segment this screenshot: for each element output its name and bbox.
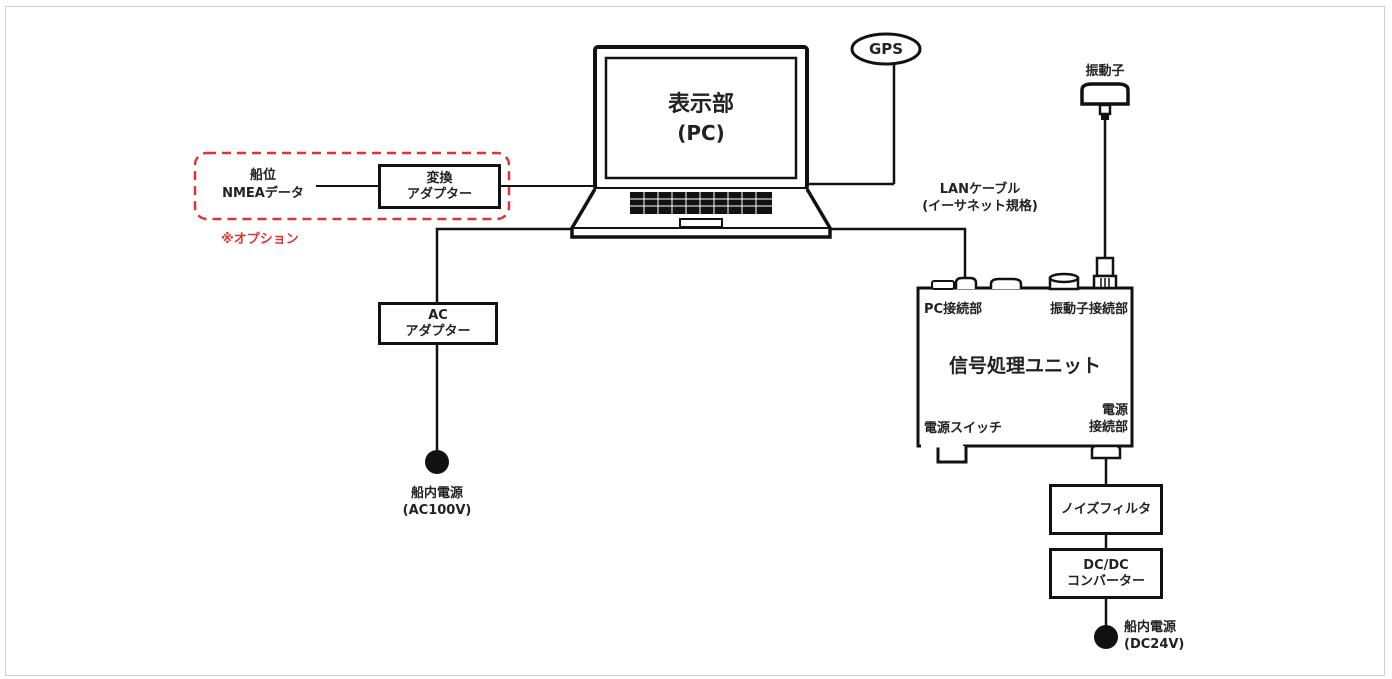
gps-antenna bbox=[850, 32, 922, 66]
dcdc-line1: DC/DC bbox=[1083, 557, 1129, 573]
noise-filter-box: ノイズフィルタ bbox=[1049, 484, 1163, 535]
conversion-adapter-line1: 変換 bbox=[426, 170, 453, 186]
ac-adapter-box: AC アダプター bbox=[378, 302, 498, 345]
option-group-border bbox=[193, 151, 511, 221]
dcdc-line2: コンバーター bbox=[1066, 573, 1145, 589]
conversion-adapter-box: 変換 アダプター bbox=[378, 164, 501, 209]
ship-power-ac-voltage: (AC100V) bbox=[402, 503, 472, 518]
power-port-label-line1: 電源 bbox=[1101, 403, 1128, 418]
power-port-label-line2: 接続部 bbox=[1088, 420, 1128, 435]
ac-power-source-icon bbox=[425, 450, 449, 474]
option-note: ※オプション bbox=[221, 232, 299, 247]
signal-unit-body bbox=[916, 286, 1134, 464]
lan-cable-label: LANケーブル bbox=[939, 182, 1021, 197]
ac-adapter-line2: アダプター bbox=[405, 323, 471, 339]
display-title: 表示部 bbox=[667, 92, 734, 117]
laptop-icon bbox=[570, 45, 832, 239]
unit-connectors bbox=[931, 256, 1118, 291]
ship-power-dc-voltage: (DC24V) bbox=[1124, 637, 1185, 652]
ac-adapter-line1: AC bbox=[428, 307, 448, 323]
ship-power-ac-label: 船内電源 bbox=[410, 486, 463, 501]
diagram-frame bbox=[5, 6, 1385, 676]
lan-cable-spec: (イーサネット規格) bbox=[922, 199, 1038, 214]
dc-power-source-icon bbox=[1094, 625, 1118, 649]
unit-power-connector bbox=[1090, 444, 1122, 460]
nmea-data-label: NMEAデータ bbox=[222, 186, 304, 201]
dcdc-converter-box: DC/DC コンバーター bbox=[1049, 548, 1163, 599]
gps-label: GPS bbox=[868, 40, 904, 58]
noise-filter-label: ノイズフィルタ bbox=[1060, 501, 1152, 517]
signal-unit-title: 信号処理ユニット bbox=[948, 355, 1101, 377]
pc-port-label: PC接続部 bbox=[924, 302, 983, 317]
ship-power-dc-label: 船内電源 bbox=[1124, 620, 1177, 635]
ship-position-label: 船位 bbox=[249, 168, 276, 183]
transducer-port-label: 振動子接続部 bbox=[1049, 302, 1128, 317]
transducer-icon bbox=[1080, 82, 1130, 120]
power-switch-label: 電源スイッチ bbox=[924, 421, 1003, 436]
conversion-adapter-line2: アダプター bbox=[406, 186, 472, 202]
display-subtitle: (PC) bbox=[677, 121, 725, 145]
transducer-label: 振動子 bbox=[1085, 64, 1125, 79]
